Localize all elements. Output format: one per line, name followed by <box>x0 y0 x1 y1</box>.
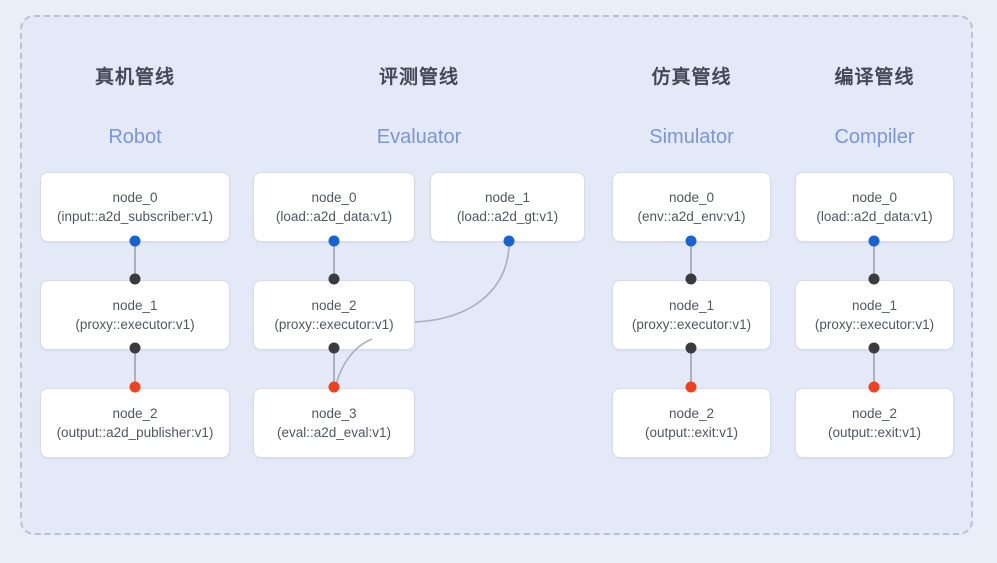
column-subtitle-simulator: Simulator <box>649 126 734 148</box>
node-type: (load::a2d_data:v1) <box>275 209 393 224</box>
port-middle-icon[interactable] <box>129 342 141 354</box>
edge-compiler-0-1 <box>873 241 875 279</box>
node-evaluator-gt[interactable]: node_1 (load::a2d_gt:v1) <box>430 172 585 242</box>
node-name: node_0 <box>112 190 158 205</box>
port-output-icon[interactable] <box>328 381 340 393</box>
edge-compiler-1-2 <box>873 348 875 386</box>
port-output-icon[interactable] <box>868 381 880 393</box>
node-robot-0[interactable]: node_0 (input::a2d_subscriber:v1) <box>40 172 230 242</box>
edge-robot-1-2 <box>134 348 136 386</box>
node-evaluator-2[interactable]: node_2 (proxy::executor:v1) <box>253 280 415 350</box>
port-middle-icon[interactable] <box>328 273 340 285</box>
node-name: node_2 <box>851 406 898 421</box>
node-name: node_0 <box>668 190 715 205</box>
column-title-simulator: 仿真管线 <box>651 67 732 88</box>
edge-robot-0-1 <box>134 241 136 279</box>
node-type: (proxy::executor:v1) <box>274 317 394 332</box>
node-evaluator-0[interactable]: node_0 (load::a2d_data:v1) <box>253 172 415 242</box>
node-evaluator-3[interactable]: node_3 (eval::a2d_eval:v1) <box>253 388 415 458</box>
node-compiler-0[interactable]: node_0 (load::a2d_data:v1) <box>795 172 954 242</box>
column-subtitle-compiler: Compiler <box>834 126 915 148</box>
node-name: node_2 <box>112 406 158 421</box>
node-name: node_3 <box>311 406 357 421</box>
port-middle-icon[interactable] <box>685 342 697 354</box>
edge-evaluator-0-2 <box>333 241 335 279</box>
node-name: node_2 <box>668 406 715 421</box>
node-type: (proxy::executor:v1) <box>631 317 752 332</box>
node-type: (load::a2d_gt:v1) <box>456 209 559 224</box>
port-input-icon[interactable] <box>868 235 880 247</box>
port-output-icon[interactable] <box>685 381 697 393</box>
node-simulator-1[interactable]: node_1 (proxy::executor:v1) <box>612 280 771 350</box>
node-robot-2[interactable]: node_2 (output::a2d_publisher:v1) <box>40 388 230 458</box>
node-compiler-1[interactable]: node_1 (proxy::executor:v1) <box>795 280 954 350</box>
port-input-icon[interactable] <box>503 235 515 247</box>
node-type: (load::a2d_data:v1) <box>816 209 933 224</box>
node-name: node_1 <box>484 190 531 205</box>
port-input-icon[interactable] <box>685 235 697 247</box>
port-input-icon[interactable] <box>129 235 141 247</box>
node-type: (env::a2d_env:v1) <box>637 209 746 224</box>
node-type: (proxy::executor:v1) <box>814 317 935 332</box>
edge-simulator-1-2 <box>690 348 692 386</box>
node-name: node_0 <box>851 190 898 205</box>
node-name: node_2 <box>311 298 357 313</box>
node-type: (output::a2d_publisher:v1) <box>56 425 214 440</box>
column-title-robot: 真机管线 <box>94 67 175 88</box>
column-subtitle-evaluator: Evaluator <box>376 126 462 148</box>
node-name: node_1 <box>668 298 715 313</box>
node-simulator-0[interactable]: node_0 (env::a2d_env:v1) <box>612 172 771 242</box>
node-type: (output::exit:v1) <box>827 425 922 440</box>
port-output-icon[interactable] <box>129 381 141 393</box>
port-input-icon[interactable] <box>328 235 340 247</box>
node-type: (input::a2d_subscriber:v1) <box>56 209 214 224</box>
port-middle-icon[interactable] <box>129 273 141 285</box>
column-subtitle-robot: Robot <box>108 126 162 148</box>
node-type: (output::exit:v1) <box>644 425 739 440</box>
port-middle-icon[interactable] <box>685 273 697 285</box>
node-name: node_1 <box>112 298 158 313</box>
node-name: node_1 <box>851 298 898 313</box>
port-middle-icon[interactable] <box>868 273 880 285</box>
node-name: node_0 <box>311 190 357 205</box>
node-simulator-2[interactable]: node_2 (output::exit:v1) <box>612 388 771 458</box>
node-type: (proxy::executor:v1) <box>75 317 195 332</box>
node-robot-1[interactable]: node_1 (proxy::executor:v1) <box>40 280 230 350</box>
column-title-evaluator: 评测管线 <box>378 67 459 88</box>
edge-evaluator-2-3 <box>333 348 335 386</box>
node-compiler-2[interactable]: node_2 (output::exit:v1) <box>795 388 954 458</box>
port-middle-icon[interactable] <box>328 342 340 354</box>
edge-simulator-0-1 <box>690 241 692 279</box>
port-middle-icon[interactable] <box>868 342 880 354</box>
node-type: (eval::a2d_eval:v1) <box>276 425 392 440</box>
column-title-compiler: 编译管线 <box>834 67 915 88</box>
